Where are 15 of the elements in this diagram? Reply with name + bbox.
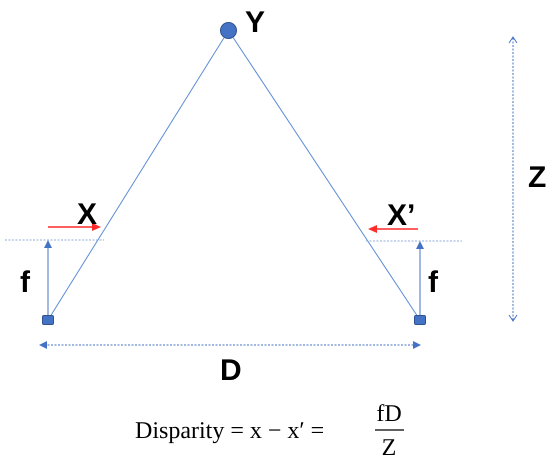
fraction-numerator: fD bbox=[376, 402, 402, 426]
variable-label: X’ bbox=[387, 201, 416, 231]
fraction-denominator: Z bbox=[382, 436, 396, 460]
variable-label: Z bbox=[528, 163, 546, 193]
sight-line bbox=[232, 37, 418, 316]
camera-marker bbox=[414, 315, 426, 325]
variable-label: f bbox=[428, 268, 438, 298]
formula-text: Disparity = x − x′ = bbox=[135, 419, 324, 443]
sight-line bbox=[50, 37, 224, 316]
camera-marker bbox=[42, 315, 54, 325]
point-label: Y bbox=[245, 8, 266, 38]
point-marker bbox=[220, 22, 237, 39]
variable-label: X bbox=[77, 200, 98, 230]
variable-label: f bbox=[20, 268, 30, 298]
variable-label: D bbox=[220, 356, 242, 386]
